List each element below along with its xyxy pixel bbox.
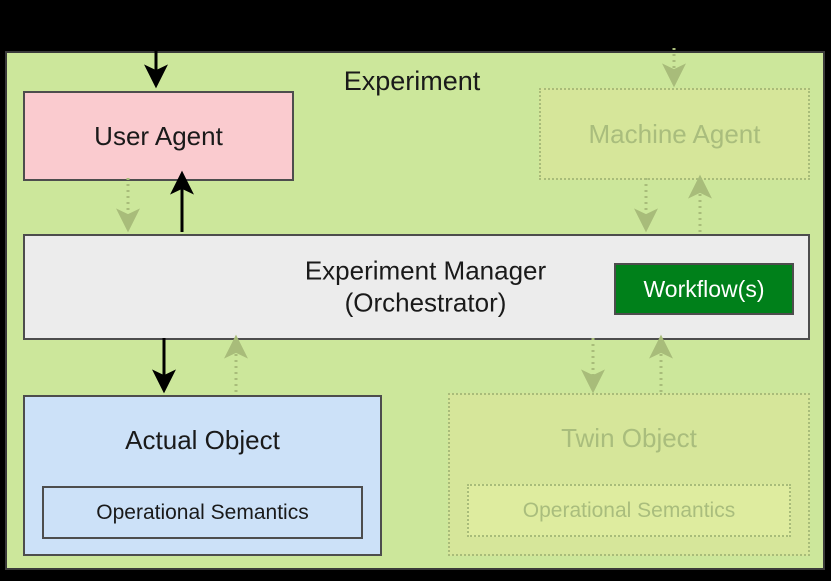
node-twin-object[interactable]: Twin Object Operational Semantics [448, 393, 810, 556]
node-workflows[interactable]: Workflow(s) [614, 263, 794, 315]
node-experiment-manager-label-line2: (Orchestrator) [344, 287, 507, 317]
experiment-title: Experiment [343, 66, 481, 96]
node-machine-agent-label: Machine Agent [588, 118, 761, 149]
node-twin-object-semantics[interactable]: Operational Semantics [467, 484, 791, 537]
node-actual-object-semantics-label: Operational Semantics [96, 500, 309, 524]
node-twin-object-semantics-label: Operational Semantics [522, 498, 736, 522]
node-user-agent-label: User Agent [94, 120, 223, 151]
node-experiment-manager[interactable]: Experiment Manager (Orchestrator) Workfl… [23, 234, 810, 340]
node-machine-agent[interactable]: Machine Agent [539, 88, 810, 180]
node-experiment-manager-label-line1: Experiment Manager [304, 255, 547, 286]
node-workflows-label: Workflow(s) [643, 275, 765, 302]
node-experiment-manager-label: Experiment Manager (Orchestrator) [25, 255, 808, 318]
node-actual-object[interactable]: Actual Object Operational Semantics [23, 395, 382, 556]
node-actual-object-semantics[interactable]: Operational Semantics [42, 486, 363, 539]
experiment-container: Experiment User Agent Machine Agent Expe… [5, 51, 825, 570]
node-actual-object-label: Actual Object [125, 425, 280, 455]
node-twin-object-label: Twin Object [561, 423, 697, 453]
node-user-agent[interactable]: User Agent [23, 91, 294, 181]
